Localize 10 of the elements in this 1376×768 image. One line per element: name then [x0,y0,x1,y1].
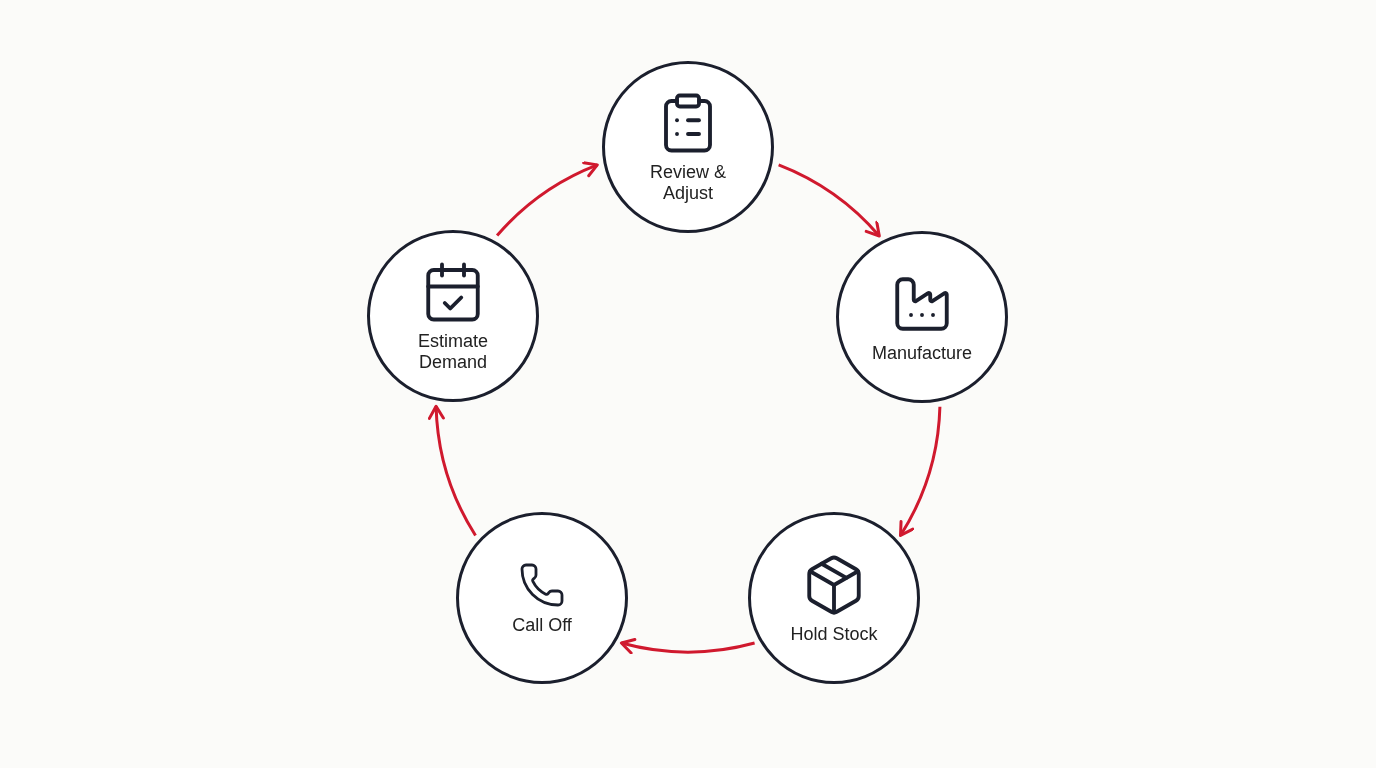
arrow [898,406,942,537]
arrow [778,163,881,238]
step-label: Estimate Demand [417,331,489,373]
arrow [428,404,477,537]
arrow [619,637,755,654]
step-label: Review & Adjust [649,162,727,204]
arrow [496,162,599,237]
step-label: Call Off [512,614,572,636]
step-label: Manufacture [871,342,973,364]
step-label: Hold Stock [790,623,878,645]
